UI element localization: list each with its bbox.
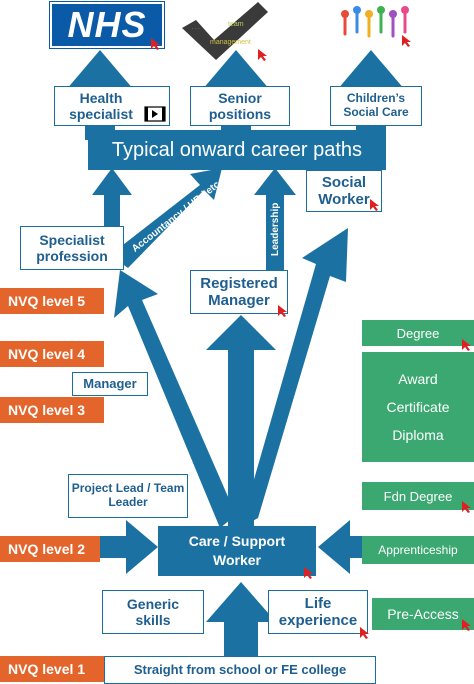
arrow-fan-left (114, 270, 236, 528)
apprenticeship-box[interactable]: Apprenticeship (362, 536, 474, 564)
cursor-icon (462, 619, 471, 631)
nvq-level-4: NVQ level 4 (0, 341, 104, 367)
people-icon (341, 6, 409, 38)
school-label: Straight from school or FE college (133, 661, 347, 677)
nvq-level-2: NVQ level 2 (0, 536, 100, 562)
registered-manager-box[interactable]: Registered Manager (190, 270, 288, 314)
degree-box[interactable]: Degree (362, 320, 474, 346)
arrow-fan-right (240, 228, 348, 528)
nvq-level-5-label: NVQ level 5 (8, 293, 86, 309)
cursor-icon (360, 627, 369, 639)
care-support-worker-label: Care / Support Worker (188, 533, 286, 568)
childrens-social-care-label: Children’s Social Care (343, 91, 409, 119)
diploma-label: Diploma (392, 427, 444, 443)
cursor-icon (370, 199, 379, 211)
nvq-level-3-label: NVQ level 3 (8, 402, 86, 418)
cursor-icon (278, 305, 287, 317)
cursor-icon (304, 567, 313, 579)
project-lead-box[interactable]: Project Lead / Team Leader (68, 474, 188, 518)
project-lead-label: Project Lead / Team Leader (71, 481, 185, 509)
leadership-label: Leadership (270, 202, 281, 256)
certificate-label: Certificate (386, 399, 450, 415)
arrow-specialist-up (92, 168, 132, 228)
career-paths-banner: Typical onward career paths (88, 130, 386, 170)
arrow-leadership (254, 168, 296, 270)
video-icon[interactable] (144, 106, 166, 122)
cursor-icon (462, 339, 471, 351)
pre-access-box[interactable]: Pre-Access (372, 598, 474, 630)
nvq-level-3: NVQ level 3 (0, 397, 104, 423)
fdn-degree-label: Fdn Degree (383, 488, 453, 504)
care-support-worker-box[interactable]: Care / Support Worker (158, 526, 316, 576)
career-paths-title: Typical onward career paths (111, 138, 363, 161)
checkmark-word-team: team (228, 21, 244, 28)
senior-positions-box[interactable]: Senior positions (190, 86, 290, 126)
award-certificate-diploma-box[interactable]: Award Certificate Diploma (362, 352, 474, 462)
life-experience-box[interactable]: Life experience (268, 590, 368, 634)
school-box[interactable]: Straight from school or FE college (104, 656, 376, 684)
nvq-level-5: NVQ level 5 (0, 288, 104, 314)
manager-box[interactable]: Manager (72, 372, 148, 396)
specialist-profession-label: Specialist profession (36, 231, 108, 264)
cursor-icon (462, 501, 471, 513)
fdn-degree-box[interactable]: Fdn Degree (362, 482, 474, 510)
childrens-social-care-box[interactable]: Children’s Social Care (330, 86, 422, 126)
senior-positions-label: Senior positions (208, 89, 272, 122)
specialist-profession-box[interactable]: Specialist profession (20, 226, 124, 270)
cursor-icon (258, 49, 267, 61)
social-worker-box[interactable]: Social Worker (306, 170, 382, 212)
social-worker-label: Social Worker (318, 173, 370, 208)
arrow-green-left (318, 520, 365, 574)
degree-label: Degree (396, 325, 440, 341)
apprenticeship-label: Apprenticeship (378, 543, 458, 557)
nhs-logo-text: NHS (67, 4, 147, 45)
arrow-nvq2-right (100, 520, 158, 574)
award-label: Award (398, 371, 438, 387)
generic-skills-box[interactable]: Generic skills (102, 590, 204, 634)
generic-skills-label: Generic skills (126, 595, 180, 628)
nhs-logo: NHS (50, 2, 164, 48)
nvq-level-1: NVQ level 1 (0, 656, 104, 682)
nvq-level-4-label: NVQ level 4 (8, 346, 86, 362)
pre-access-label: Pre-Access (387, 606, 459, 622)
arrow-accountancy (110, 168, 222, 268)
checkmark-word-management: management (210, 39, 251, 46)
arrow-fan-mid (206, 315, 276, 528)
checkmark-icon: management team · · · (182, 2, 268, 60)
cursor-icon (151, 38, 160, 50)
svg-text:· · ·: · · · (192, 26, 200, 32)
arrow-school-up (206, 582, 276, 658)
cursor-icon (402, 35, 411, 47)
registered-manager-label: Registered Manager (200, 274, 278, 309)
manager-label: Manager (83, 375, 137, 391)
nvq-level-1-label: NVQ level 1 (8, 661, 86, 677)
nvq-level-2-label: NVQ level 2 (8, 541, 86, 557)
health-specialist-label: Health specialist (69, 89, 133, 122)
life-experience-label: Life experience (278, 594, 358, 629)
